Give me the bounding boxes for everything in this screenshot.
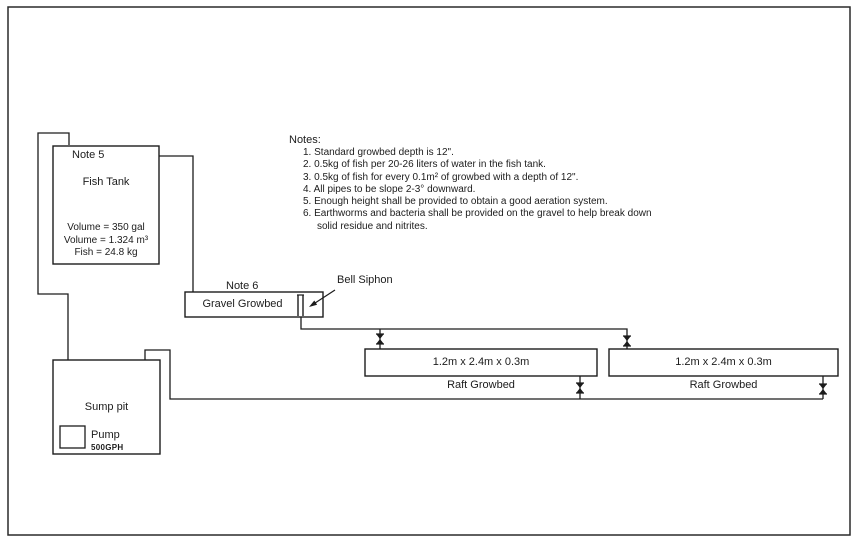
raft2-dimensions: 1.2m x 2.4m x 0.3m: [675, 356, 772, 368]
bell-siphon-symbol: [297, 294, 304, 316]
pipe-pump-to-fish-tank: [37, 132, 70, 426]
gravel-growbed-note-ref: Note 6: [226, 280, 259, 292]
notes-list: 1. Standard growbed depth is 12". 2. 0.5…: [303, 147, 671, 233]
fish-tank-note-ref: Note 5: [72, 149, 105, 161]
pump-box: [59, 425, 86, 449]
valve-icon-raft1-outlet: [576, 382, 584, 394]
fish-tank-box: [52, 145, 160, 265]
notes-title: Notes:: [289, 134, 321, 146]
pipe-supply-main: [300, 316, 628, 349]
raft1-label: Raft Growbed: [447, 379, 515, 391]
note-item-1: 1. Standard growbed depth is 12".: [303, 147, 454, 158]
raft-growbed-1-box: [364, 348, 598, 377]
note-item-2: 2. 0.5kg of fish per 20-26 liters of wat…: [303, 159, 546, 171]
raft-growbed-2-box: [608, 348, 839, 377]
pump-label: Pump: [91, 429, 120, 441]
raft1-dimensions: 1.2m x 2.4m x 0.3m: [432, 356, 530, 368]
valve-icon-raft2-inlet: [623, 335, 631, 347]
fish-tank-label: Fish Tank: [82, 176, 130, 188]
bell-siphon-label: Bell Siphon: [337, 274, 393, 286]
fish-tank-stats: Volume = 350 gal Volume = 1.324 m³ Fish …: [53, 222, 159, 260]
pump-rating: 500GPH: [91, 443, 124, 452]
pipe-fish-tank-to-gravel-growbed: [159, 155, 194, 303]
note-item-5: 5. Enough height shall be provided to ob…: [303, 196, 608, 208]
note-item-4: 4. All pipes to be slope 2-3° downward.: [303, 183, 476, 195]
gravel-growbed-label: Gravel Growbed: [202, 298, 283, 310]
raft2-label: Raft Growbed: [689, 379, 758, 391]
fish-tank-volume-m3: Volume = 1.324 m³: [63, 234, 149, 246]
fish-tank-volume-gal: Volume = 350 gal: [67, 222, 145, 233]
note-item-3: 3. 0.5kg of fish for every 0.1m² of grow…: [303, 171, 579, 183]
sheet-border: [7, 6, 851, 536]
note-item-6: 6. Earthworms and bacteria shall be prov…: [303, 208, 652, 232]
gravel-growbed-box: [184, 291, 324, 318]
bell-siphon-leader-arrow-icon: [309, 289, 336, 307]
valve-icon-raft2-outlet: [819, 383, 827, 395]
sump-pit-label: Sump pit: [84, 401, 129, 413]
valve-icon-raft1-inlet: [376, 333, 384, 345]
fish-tank-fish-mass: Fish = 24.8 kg: [74, 247, 138, 259]
